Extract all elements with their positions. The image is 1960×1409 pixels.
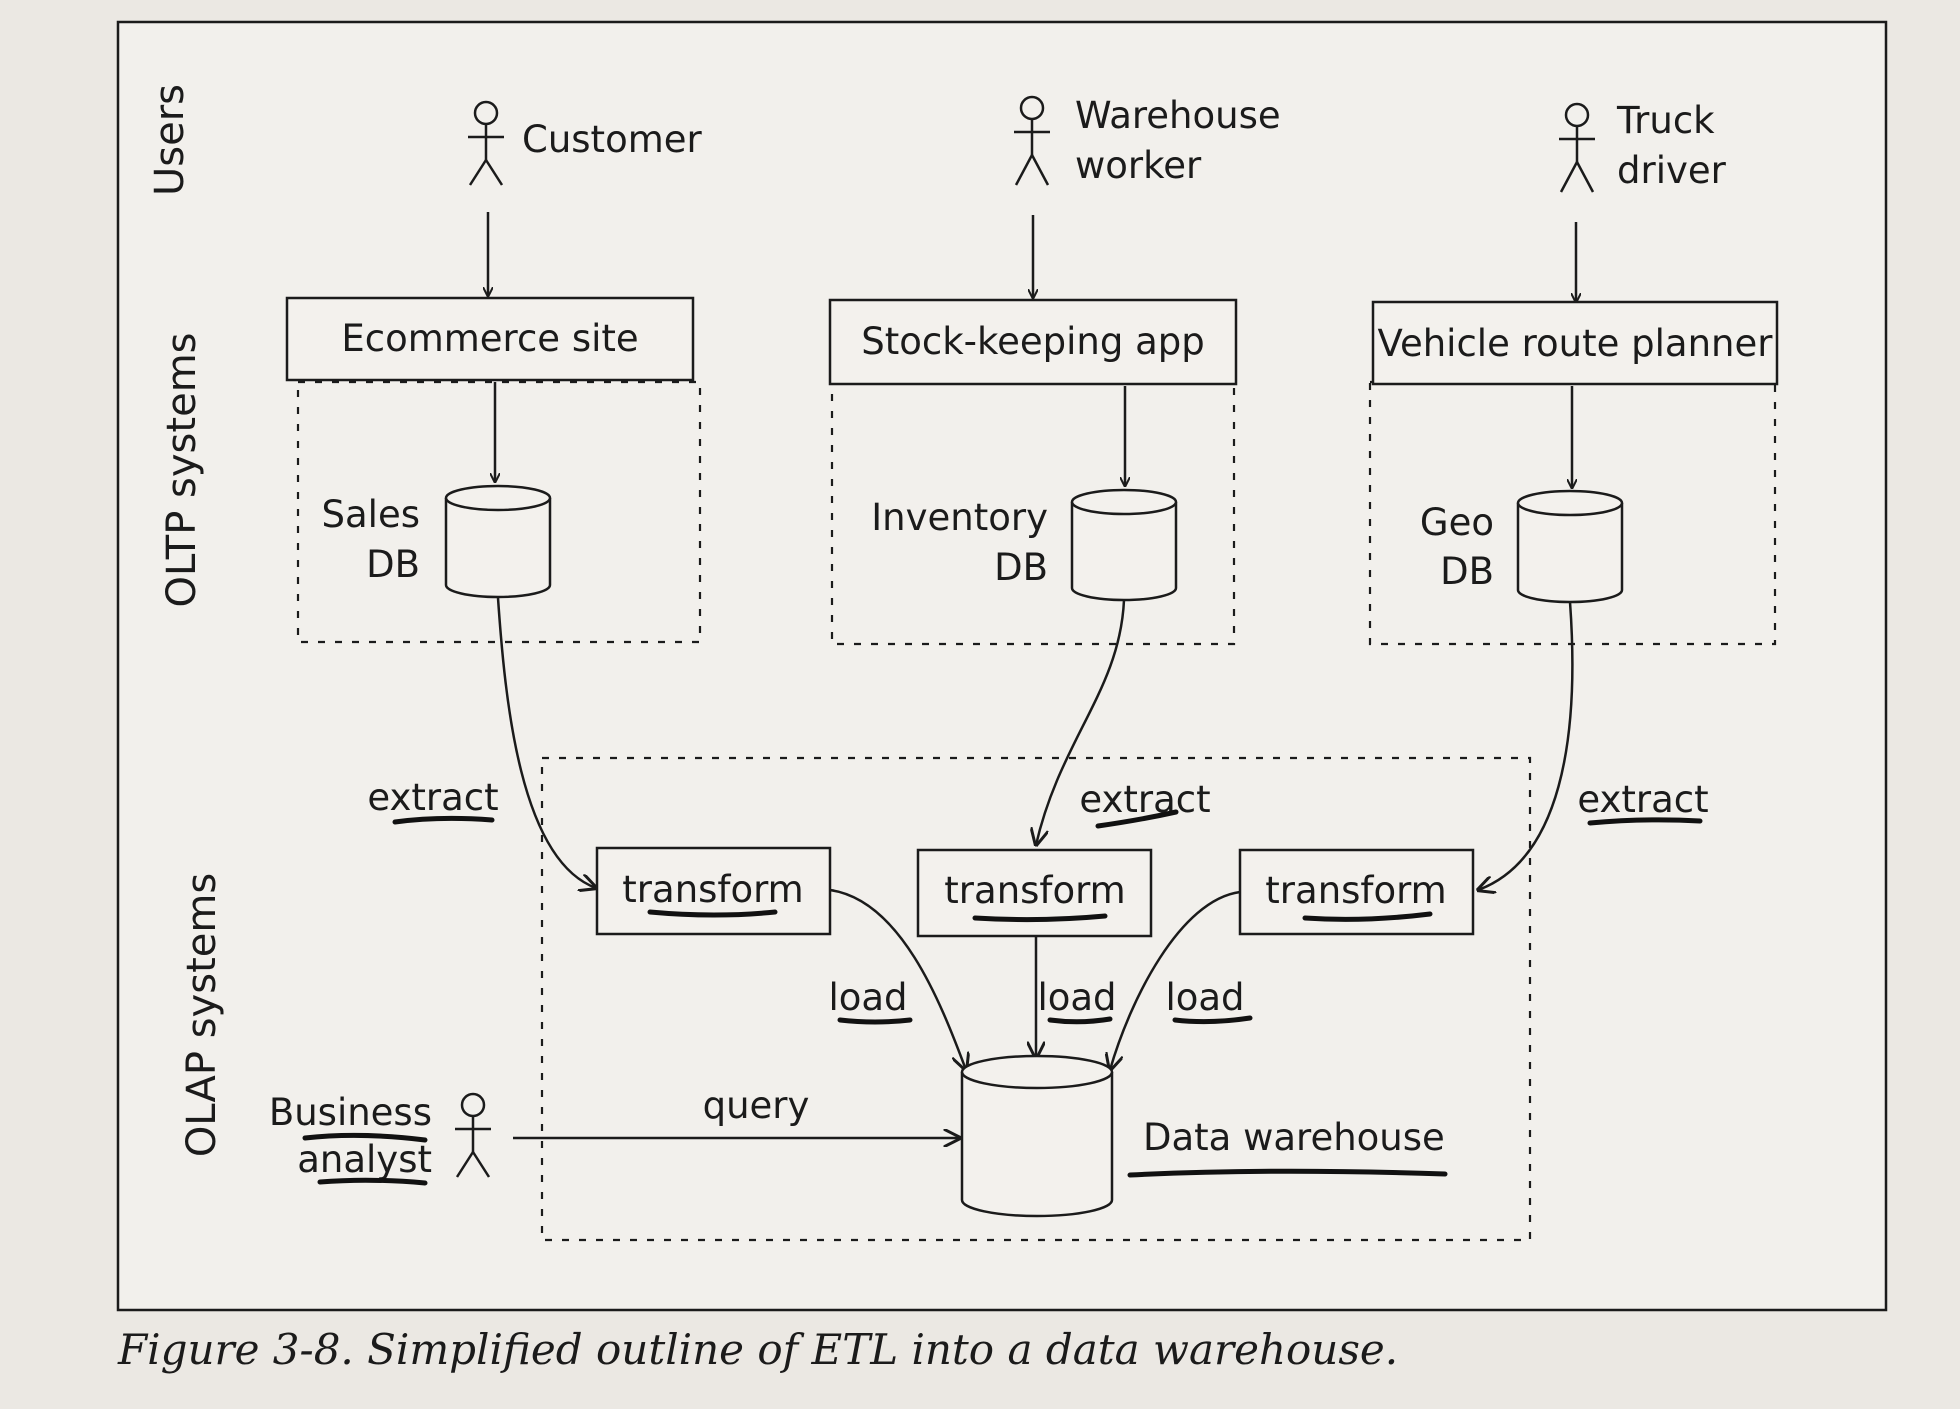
business-analyst-actor-icon [455, 1092, 491, 1178]
extract-label-left: extract [367, 776, 498, 819]
stock-keeping-app-box [828, 298, 1238, 386]
ecommerce-site-box [285, 296, 695, 382]
inventory-db-label-line1: Inventory [871, 496, 1048, 539]
transform-left-underline-ink [647, 909, 778, 918]
load-left-underline-ink [837, 1017, 913, 1025]
data-warehouse-label: Data warehouse [1143, 1116, 1445, 1159]
sales-db-cylinder-icon [444, 484, 552, 599]
lane-label-olap: OLAP systems [179, 873, 225, 1157]
customer-label: Customer [522, 118, 703, 161]
inventory-db-extract-arrow [1036, 599, 1126, 845]
query-label: query [703, 1084, 810, 1127]
load-middle-underline-ink [1047, 1016, 1113, 1025]
inventory-db-cylinder-icon [1070, 488, 1178, 602]
lane-label-oltp: OLTP systems [159, 333, 205, 608]
transform-middle-underline-ink [972, 913, 1108, 923]
figure-caption: Figure 3-8. Simplified outline of ETL in… [118, 1325, 1399, 1374]
transform-right-underline-ink [1302, 911, 1433, 922]
transform-label-right: transform [1265, 869, 1446, 912]
extract-label-middle: extract [1079, 778, 1210, 821]
truck-driver-actor-icon [1559, 102, 1595, 193]
data-warehouse-underline-ink [1127, 1168, 1448, 1178]
oltp-group-stock [830, 380, 1236, 646]
geo-db-label-line2: DB [1440, 550, 1494, 593]
extract-label-right: extract [1577, 778, 1708, 821]
transform-box-left [595, 846, 832, 936]
sales-db-label-line1: Sales [322, 493, 420, 536]
load-label-middle: load [1037, 976, 1116, 1019]
extract-middle-underline-ink [1095, 809, 1179, 829]
business-underline-ink [302, 1132, 428, 1143]
data-warehouse-cylinder-icon [960, 1054, 1114, 1218]
vehicle-route-planner-box [1371, 300, 1779, 386]
sales-db-label-line2: DB [366, 543, 420, 586]
business-analyst-label-line1: Business [269, 1091, 432, 1134]
warehouse-worker-label-line1: Warehouse [1075, 94, 1281, 137]
analyst-underline-ink [317, 1177, 428, 1186]
sales-db-extract-arrow [496, 597, 596, 888]
olap-group [540, 756, 1532, 1242]
warehouse-worker-label-line2: worker [1075, 144, 1202, 187]
oltp-group-ecommerce [296, 380, 702, 644]
ecommerce-site-label: Ecommerce site [341, 317, 638, 360]
transform-label-middle: transform [944, 869, 1125, 912]
load-right-underline-ink [1172, 1015, 1253, 1025]
geo-db-label-line1: Geo [1420, 501, 1494, 544]
load-arrow-left [829, 888, 966, 1070]
geo-db-extract-arrow [1478, 601, 1574, 890]
vehicle-route-planner-label: Vehicle route planner [1378, 322, 1774, 365]
stock-keeping-app-label: Stock-keeping app [861, 320, 1205, 363]
truck-driver-label-line2: driver [1617, 149, 1727, 192]
load-label-left: load [828, 976, 907, 1019]
load-arrow-right [1110, 890, 1241, 1070]
customer-actor-icon [468, 100, 504, 186]
business-analyst-label-line2: analyst [297, 1138, 432, 1181]
extract-left-underline-ink [392, 815, 495, 825]
geo-db-cylinder-icon [1516, 489, 1624, 604]
transform-label-left: transform [622, 868, 803, 911]
truck-driver-label-line1: Truck [1616, 99, 1715, 142]
lane-label-users: Users [147, 84, 193, 196]
load-label-right: load [1165, 976, 1244, 1019]
extract-right-underline-ink [1587, 817, 1703, 826]
warehouse-worker-actor-icon [1014, 95, 1050, 186]
inventory-db-label-line2: DB [994, 546, 1048, 589]
